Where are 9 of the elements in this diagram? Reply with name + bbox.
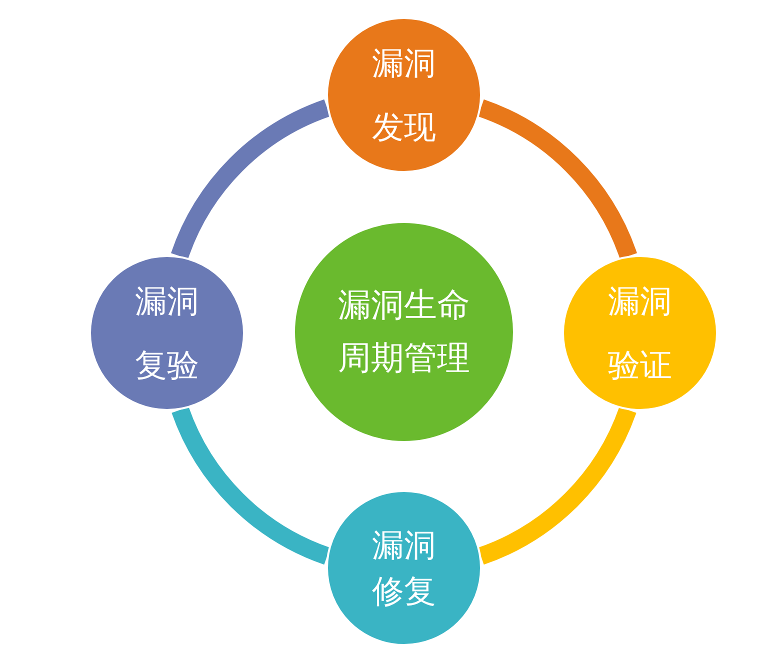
connector-arc <box>477 406 636 564</box>
connector-arc <box>171 100 330 260</box>
node-label: 漏洞发现 <box>371 43 437 148</box>
connector-arc <box>478 100 637 260</box>
node-label: 漏洞生命周期管理 <box>336 284 471 379</box>
node-label: 漏洞验证 <box>607 281 673 386</box>
node-label: 漏洞复验 <box>134 281 200 386</box>
connector-arc <box>172 406 331 564</box>
node-label: 漏洞修复 <box>371 524 437 612</box>
